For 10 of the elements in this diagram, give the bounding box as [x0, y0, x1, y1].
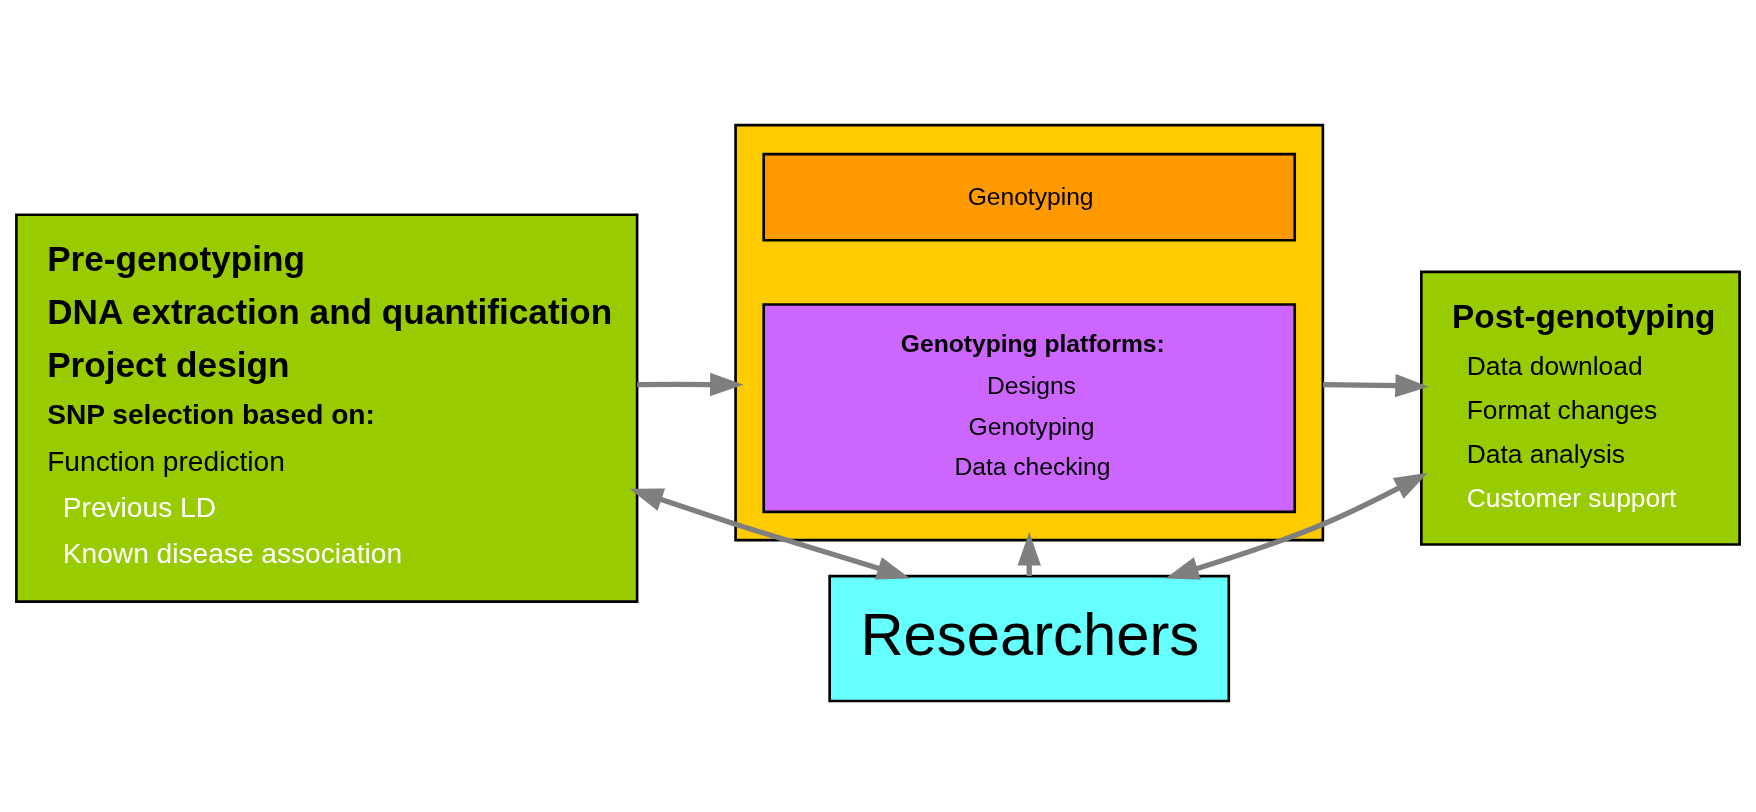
node-box: Researchers [828, 574, 1231, 703]
node-box: Pre-genotyping DNA extraction and quantification Project design SNP selection based on: Function prediction Previous LD Known disease association [15, 213, 639, 603]
arrow [637, 372, 744, 397]
node-box: Genotyping platforms: Designs Genotyping Data checking [762, 303, 1297, 514]
node-box: Genotyping [762, 152, 1297, 242]
cluster [734, 123, 1325, 542]
node-box: Post-genotyping Data download Format changes Data analysis Customer support [1420, 270, 1741, 546]
arrow [1165, 472, 1428, 580]
arrow [1322, 373, 1429, 398]
arrow [629, 488, 911, 580]
